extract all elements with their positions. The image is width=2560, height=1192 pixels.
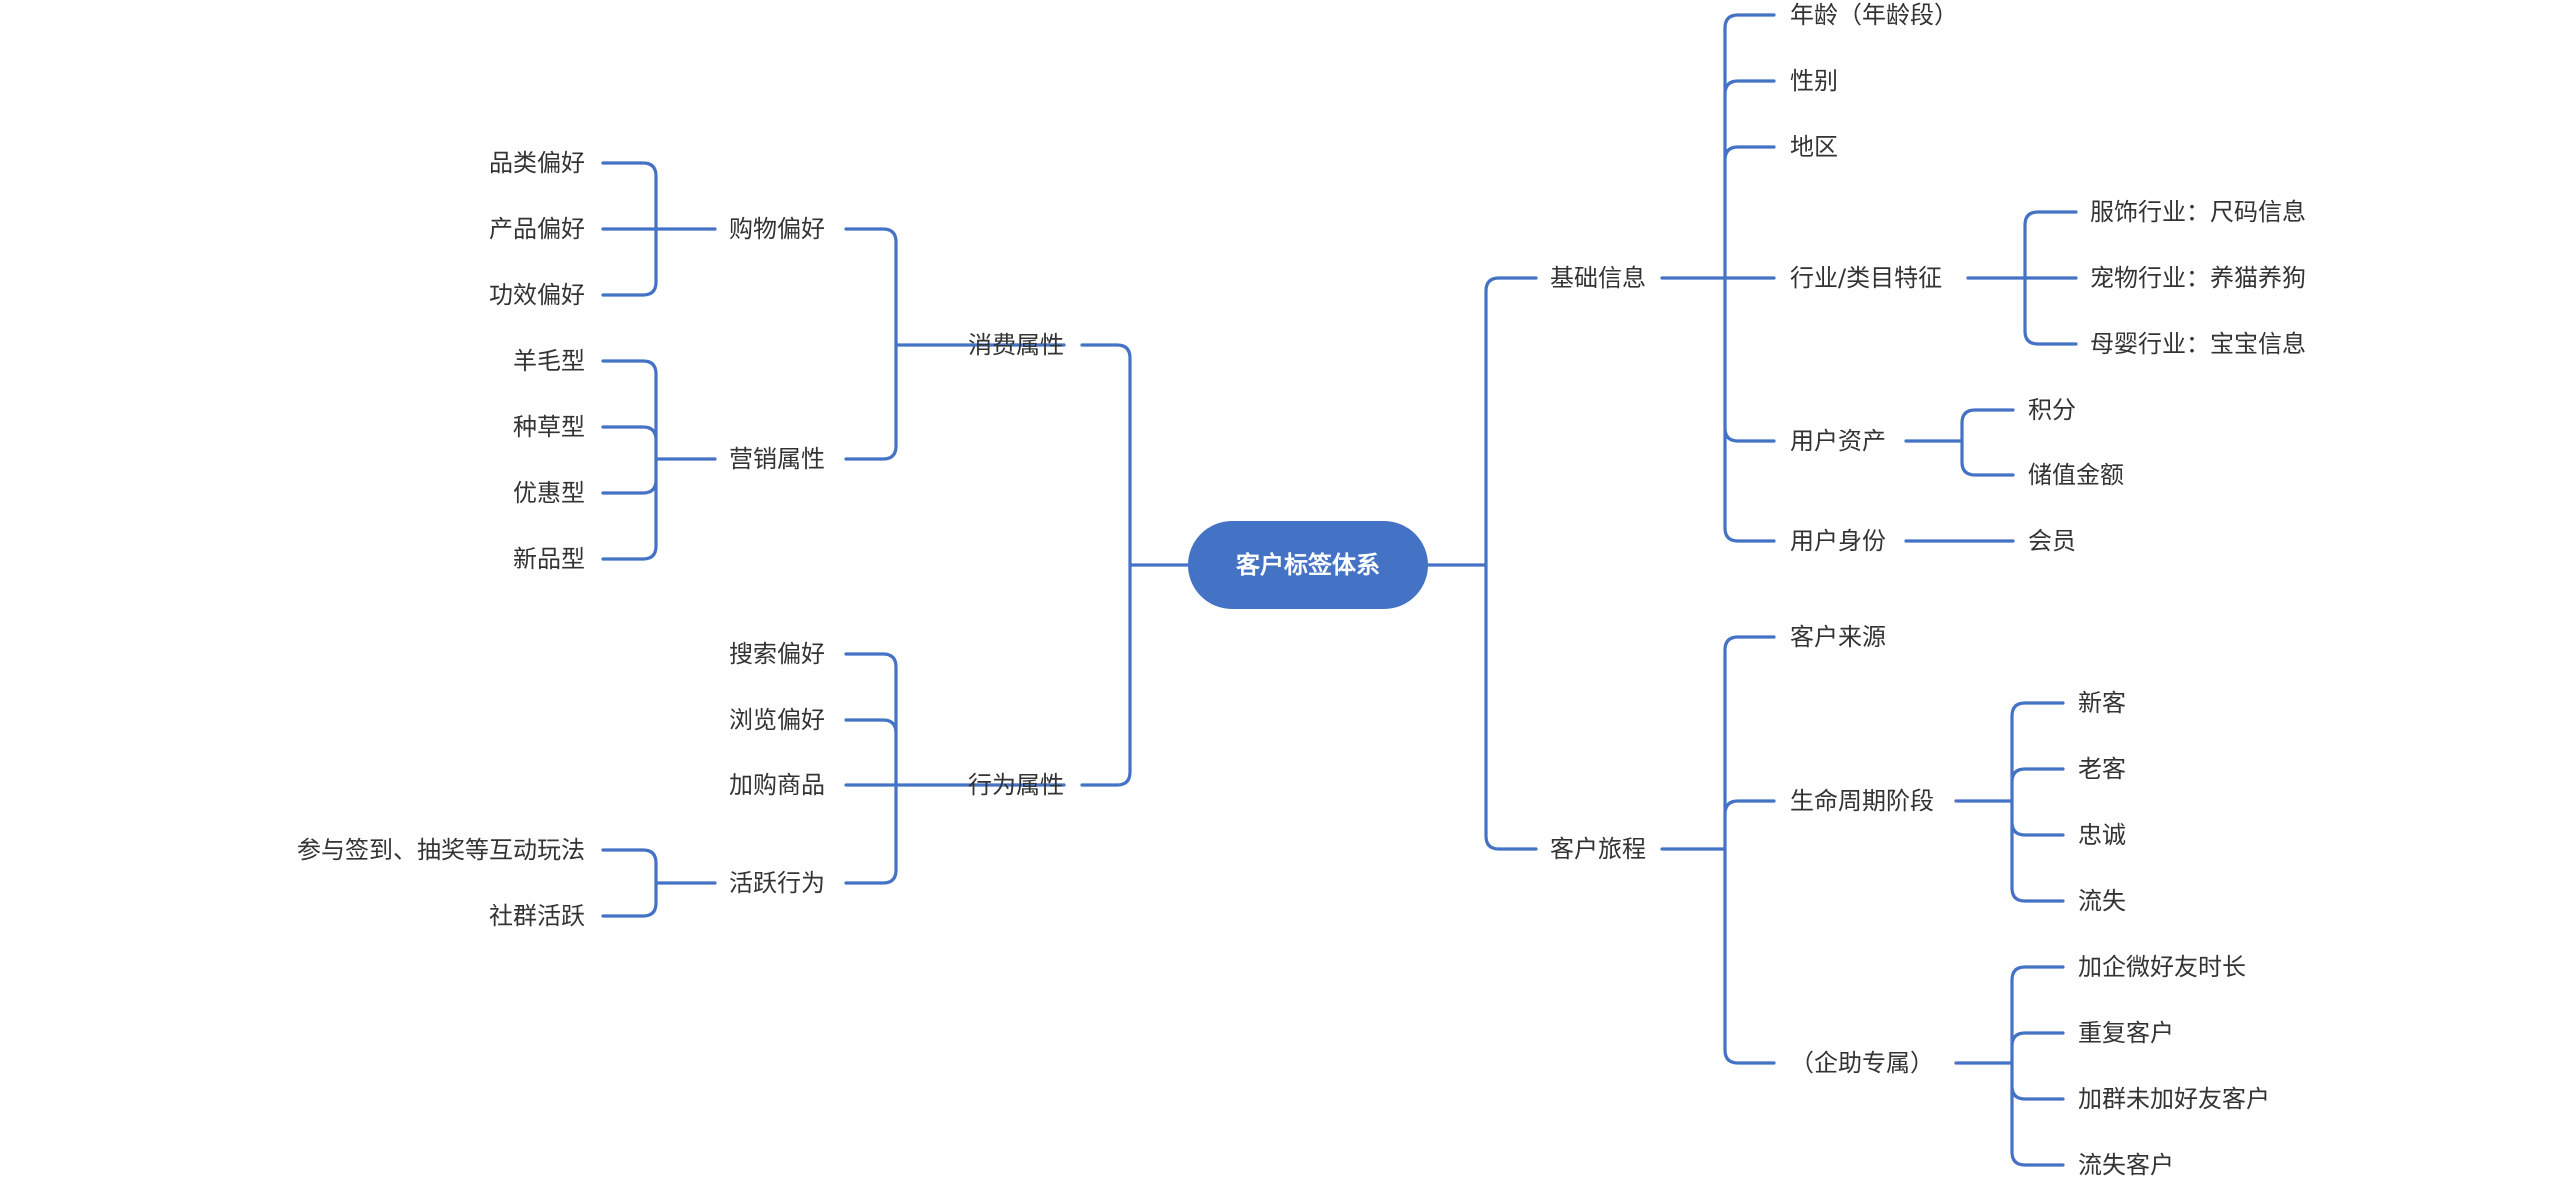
node-community-active[interactable]: 社群活跃 xyxy=(489,902,585,930)
node-product-preference[interactable]: 产品偏好 xyxy=(489,215,585,243)
node-gender[interactable]: 性别 xyxy=(1790,67,1838,95)
connector-lifecycle xyxy=(1954,701,2065,903)
node-age[interactable]: 年龄（年龄段） xyxy=(1790,1,1958,29)
connector-active xyxy=(601,848,717,918)
root-node[interactable]: 客户标签体系 xyxy=(1188,521,1428,609)
node-points[interactable]: 积分 xyxy=(2028,396,2076,424)
node-browse-preference[interactable]: 浏览偏好 xyxy=(729,706,825,734)
node-baby-info[interactable]: 母婴行业：宝宝信息 xyxy=(2090,330,2306,358)
node-wecom-friend-duration[interactable]: 加企微好友时长 xyxy=(2078,953,2246,981)
node-member[interactable]: 会员 xyxy=(2028,527,2076,555)
root-node-bg xyxy=(1188,521,1428,609)
connector-wecom xyxy=(1954,965,2065,1167)
node-behavior[interactable]: 行为属性 xyxy=(968,771,1064,799)
connector-root-right xyxy=(1426,276,1538,851)
node-customer-journey[interactable]: 客户旅程 xyxy=(1550,835,1646,863)
node-customer-source[interactable]: 客户来源 xyxy=(1790,623,1886,651)
node-user-identity[interactable]: 用户身份 xyxy=(1790,527,1886,555)
node-new-customer[interactable]: 新客 xyxy=(2078,689,2126,717)
node-marketing-attribute[interactable]: 营销属性 xyxy=(729,445,825,473)
node-bargain-type[interactable]: 羊毛型 xyxy=(513,347,585,375)
connector-lines xyxy=(601,13,2078,1167)
node-shopping-preference[interactable]: 购物偏好 xyxy=(729,215,825,243)
node-industry-features[interactable]: 行业/类目特征 xyxy=(1790,264,1942,292)
node-user-assets[interactable]: 用户资产 xyxy=(1790,427,1886,455)
connector-root-left xyxy=(1080,343,1198,787)
node-cart-items[interactable]: 加购商品 xyxy=(729,771,825,799)
connector-journey xyxy=(1660,635,1776,1065)
root-node-label: 客户标签体系 xyxy=(1236,551,1380,579)
connector-assets xyxy=(1904,408,2015,477)
node-new-product-type[interactable]: 新品型 xyxy=(513,545,585,573)
node-loyal-customer[interactable]: 忠诚 xyxy=(2078,821,2126,849)
node-group-not-friend[interactable]: 加群未加好友客户 xyxy=(2078,1085,2270,1113)
node-basic-info[interactable]: 基础信息 xyxy=(1550,264,1646,292)
connector-marketing xyxy=(601,359,717,561)
node-lifecycle-stage[interactable]: 生命周期阶段 xyxy=(1790,787,1934,815)
node-active-behavior[interactable]: 活跃行为 xyxy=(729,869,825,897)
node-interactive-play[interactable]: 参与签到、抽奖等互动玩法 xyxy=(297,836,585,864)
node-churned[interactable]: 流失 xyxy=(2078,887,2126,915)
connector-basic xyxy=(1660,13,1776,543)
node-seeding-type[interactable]: 种草型 xyxy=(513,413,585,441)
node-search-preference[interactable]: 搜索偏好 xyxy=(729,640,825,668)
node-pet-type[interactable]: 宠物行业：养猫养狗 xyxy=(2090,264,2306,292)
node-category-preference[interactable]: 品类偏好 xyxy=(489,149,585,177)
node-discount-type[interactable]: 优惠型 xyxy=(513,479,585,507)
node-old-customer[interactable]: 老客 xyxy=(2078,755,2126,783)
node-lost-customer[interactable]: 流失客户 xyxy=(2078,1151,2174,1179)
node-consumption[interactable]: 消费属性 xyxy=(968,331,1064,359)
node-wecom-exclusive[interactable]: （企助专属） xyxy=(1790,1049,1934,1077)
node-repeat-customer[interactable]: 重复客户 xyxy=(2078,1019,2174,1047)
node-region[interactable]: 地区 xyxy=(1790,133,1838,161)
connector-consumption xyxy=(844,227,1066,461)
connector-behavior xyxy=(844,652,1066,885)
connector-shopping xyxy=(601,161,717,297)
node-stored-value[interactable]: 储值金额 xyxy=(2028,461,2124,489)
node-apparel-size[interactable]: 服饰行业：尺码信息 xyxy=(2090,198,2306,226)
connector-industry xyxy=(1966,210,2078,346)
node-efficacy-preference[interactable]: 功效偏好 xyxy=(489,281,585,309)
